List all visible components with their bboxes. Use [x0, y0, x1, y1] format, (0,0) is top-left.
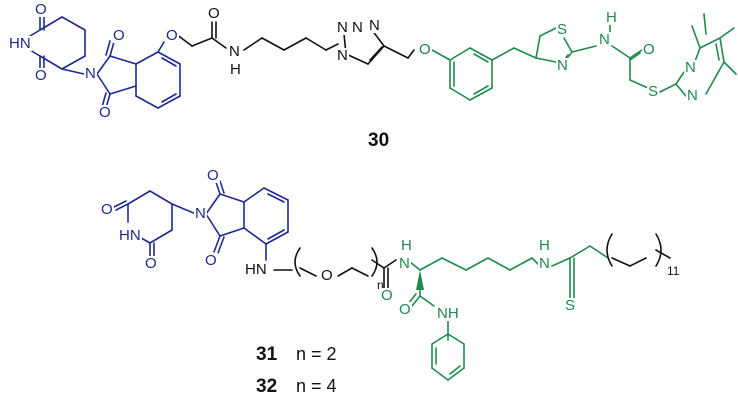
glutarimide-ring-30: [29, 13, 86, 75]
atom-o-31-peg: O: [320, 267, 334, 284]
compound-number-30: 30: [368, 130, 390, 151]
atom-o-31-amide2: O: [398, 301, 412, 318]
lysine-thioamide-31: [407, 245, 609, 381]
glutarimide-ring-31: [113, 190, 197, 257]
compound-caption-31: n = 2: [296, 344, 337, 364]
compound-number-31: 31: [256, 344, 278, 365]
phthalimide-30: [96, 40, 181, 109]
atom-n1-30-pyr: N: [684, 59, 697, 76]
atom-o-31-pht-bot: O: [204, 252, 218, 269]
atom-o-30-acyl: O: [642, 41, 656, 58]
atom-o-31-pht-top: O: [206, 167, 220, 184]
atom-o-30-pht-top: O: [112, 27, 126, 44]
compound-caption-32: n = 4: [296, 376, 337, 396]
atom-n-30-thiazole: N: [556, 57, 569, 74]
atom-s-31-thio: S: [564, 297, 577, 314]
atom-n2-30-pyr: N: [686, 87, 699, 104]
atom-n-31-subscript: n: [377, 278, 384, 292]
atom-11-31-subscript: 11: [667, 264, 680, 278]
alkyl-chain-31: [606, 233, 671, 267]
atom-h-30-amide: H: [229, 61, 242, 78]
atom-o-31-glu1: O: [100, 201, 114, 218]
atom-o-30-pht-bot: O: [98, 104, 112, 121]
atom-h-31-nh1: H: [400, 237, 413, 254]
atom-n-31-pht: N: [194, 205, 207, 222]
atom-n-30-nh: N: [598, 31, 611, 48]
thiazole-pyrimidine-30: [431, 13, 737, 101]
atom-o-30-glu-bot: O: [34, 67, 48, 84]
atom-o-31-carb: O: [380, 287, 394, 304]
atom-n-30-amide: N: [228, 43, 241, 60]
peg-linker-31: [273, 247, 397, 289]
atom-o-31-glu2: O: [144, 255, 158, 272]
atom-hn-30: HN: [8, 35, 32, 52]
atom-hn-31-aryl: HN: [244, 261, 268, 278]
atom-h-31-nh2: H: [538, 237, 551, 254]
atom-o-30-ether: O: [165, 27, 179, 44]
atom-o-30-glu-top: O: [34, 1, 48, 18]
atom-o-30-amide: O: [207, 5, 221, 22]
atom-h-30-nh: H: [605, 9, 618, 26]
atom-n3-30-triazole: N: [368, 17, 381, 34]
atom-s-30-link: S: [647, 83, 660, 100]
phthalimide-31: [205, 180, 289, 261]
atom-n-30-pht: N: [84, 65, 97, 82]
atom-o-30-benzyl: O: [418, 41, 432, 58]
atom-s-30-thiazole: S: [556, 21, 569, 38]
atom-hn-31-glu: HN: [118, 227, 142, 244]
atom-n-31-nh1: N: [398, 255, 411, 272]
atom-nh-31-amide2: NH: [436, 305, 460, 322]
compound-number-32: 32: [256, 376, 278, 397]
atom-eq-30-triazole: N: [352, 19, 363, 36]
atom-n1-30-triazole: N: [336, 47, 349, 64]
atom-n2-30-triazole: N: [336, 19, 349, 36]
atom-n-31-nh2: N: [538, 255, 551, 272]
